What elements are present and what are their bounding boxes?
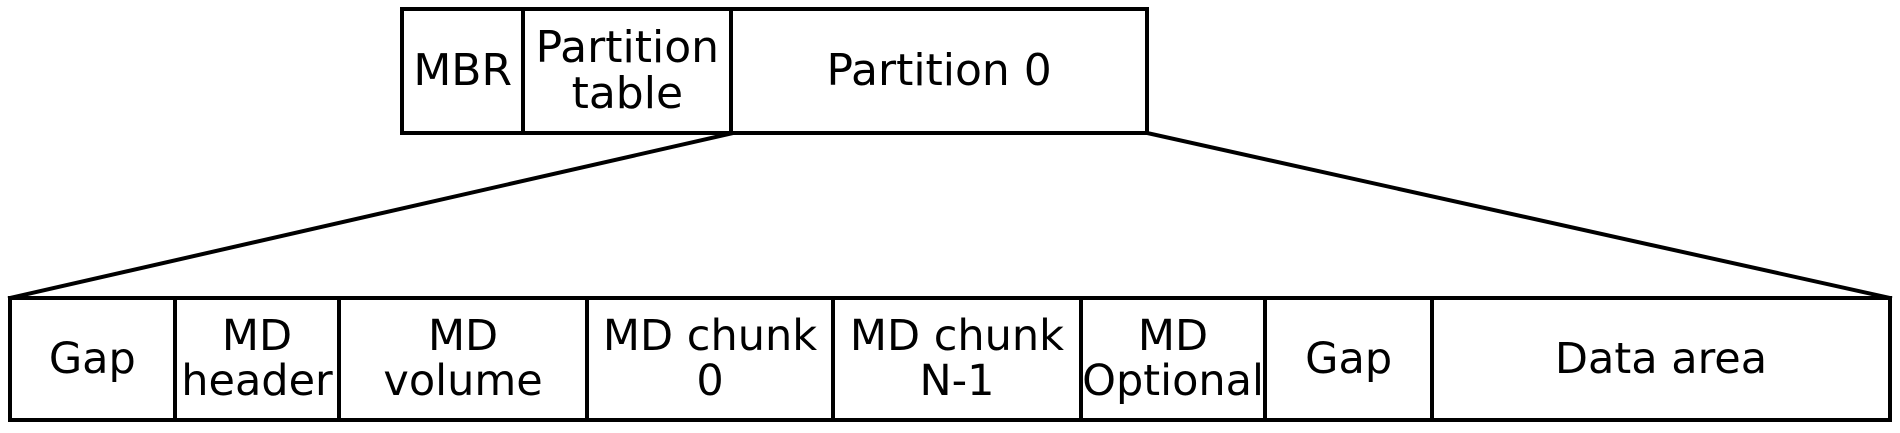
- partition-cell-md-optional-label: MD Optional: [1082, 311, 1264, 406]
- partition-cell-md-header[interactable]: MD header: [176, 300, 342, 418]
- partition-cell-gap-start[interactable]: Gap: [12, 300, 177, 418]
- disk-row: MBR Partition table Partition 0: [400, 7, 1149, 135]
- partition-cell-md-chunk-n-1-label: MD chunk N-1: [849, 311, 1065, 406]
- partition-cell-data-area[interactable]: Data area: [1433, 300, 1888, 418]
- disk-cell-partition-table-label: Partition table: [535, 22, 719, 119]
- partition-cell-md-chunk-0-label: MD chunk 0: [602, 311, 818, 406]
- partition-cell-md-volume[interactable]: MD volume: [341, 300, 589, 418]
- partition-cell-data-area-label: Data area: [1554, 333, 1768, 384]
- partition-cell-md-chunk-n-1[interactable]: MD chunk N-1: [835, 300, 1083, 418]
- partition-cell-gap-start-label: Gap: [48, 333, 136, 384]
- disk-cell-partition-0[interactable]: Partition 0: [733, 11, 1145, 131]
- partition-cell-md-chunk-0[interactable]: MD chunk 0: [588, 300, 836, 418]
- partition-cell-md-header-label: MD header: [181, 311, 333, 406]
- disk-cell-mbr[interactable]: MBR: [404, 11, 526, 131]
- disk-cell-partition-0-label: Partition 0: [826, 45, 1052, 97]
- disk-cell-partition-table[interactable]: Partition table: [525, 11, 734, 131]
- partition-cell-md-volume-label: MD volume: [383, 311, 543, 406]
- partition-cell-gap-end[interactable]: Gap: [1267, 300, 1434, 418]
- right-expansion-line: [1144, 130, 1893, 301]
- disk-cell-mbr-label: MBR: [413, 45, 513, 97]
- partition-detail-row: Gap MD header MD volume MD chunk 0 MD ch…: [8, 296, 1892, 422]
- left-expansion-line: [7, 130, 736, 301]
- partition-cell-md-optional[interactable]: MD Optional: [1082, 300, 1268, 418]
- partition-cell-gap-end-label: Gap: [1305, 333, 1393, 384]
